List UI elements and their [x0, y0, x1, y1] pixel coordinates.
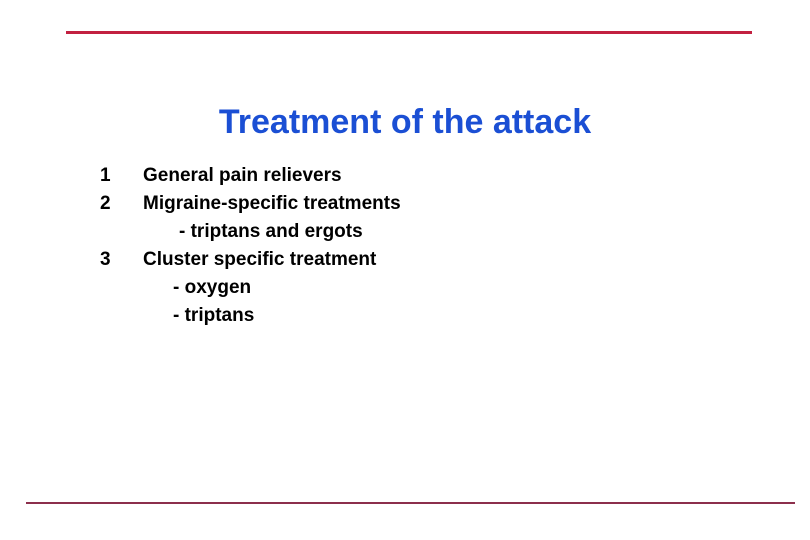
list-item: 1 General pain relievers [0, 162, 810, 190]
footer-divider-rule [26, 502, 795, 504]
list-subitem-label: - triptans and ergots [179, 221, 363, 242]
list-item-number: 1 [100, 165, 111, 186]
list-subitem: - triptans and ergots [0, 218, 810, 246]
list-item: 2 Migraine-specific treatments [0, 190, 810, 218]
page-title: Treatment of the attack [218, 102, 592, 141]
list-subitem: - oxygen [0, 274, 810, 302]
list-subitem-label: - triptans [173, 305, 255, 326]
list-item-label: Migraine-specific treatments [143, 193, 401, 214]
list-item: 3 Cluster specific treatment [0, 246, 810, 274]
list-subitem-label: - oxygen [173, 277, 252, 298]
list-item-label: General pain relievers [143, 165, 342, 186]
treatment-list: 1 General pain relievers 2 Migraine-spec… [0, 162, 810, 330]
header-divider-rule [66, 31, 752, 34]
list-item-label: Cluster specific treatment [143, 249, 377, 270]
list-subitem: - triptans [0, 302, 810, 330]
list-item-number: 3 [100, 249, 111, 270]
list-item-number: 2 [100, 193, 111, 214]
